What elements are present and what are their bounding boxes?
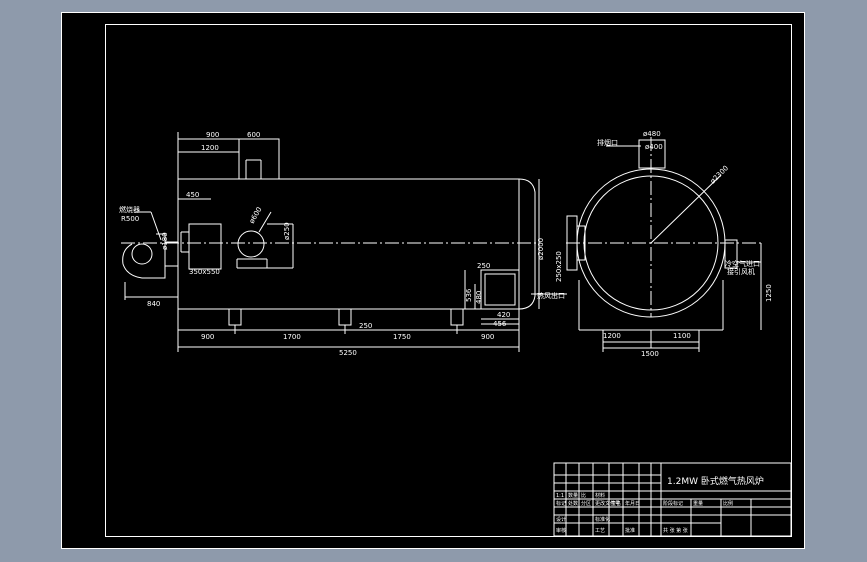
engineering-drawing: 900 600 1200 450 350x550 ø600 ø250 ø2000… [61,12,805,549]
dim-outlet-250x250: 250x250 [555,251,563,282]
dim-5250-total: 5250 [339,349,357,357]
front-view-annotations: 900 600 1200 450 350x550 ø600 ø250 ø2000… [119,131,545,357]
label-air-inlet-fan: 接引风机 [727,267,755,276]
tb-cell-13: 重量 [693,500,703,507]
radius-leader [650,174,722,244]
dim-diam-250: ø250 [283,222,291,240]
tb-cell-10: 设计 [556,516,566,523]
dim-diam-180: ø180 [161,232,169,250]
label-smoke-outlet: 排烟口 [597,138,618,147]
dim-900-top: 900 [206,131,219,139]
tb-cell-5: 处数 [568,500,578,507]
tb-cell-7: 更改文件号 [595,500,620,507]
dim-1750: 1750 [393,333,411,341]
dim-480: 480 [475,291,483,304]
tb-cell-16: 工艺 [595,528,605,534]
dim-1250-side: 1250 [765,284,773,302]
tb-cell-15: 审核 [556,527,566,534]
dim-r500: R500 [121,215,139,223]
tb-cell-18: 共 张 第 张 [663,527,688,534]
dim-420: 420 [497,311,510,319]
fan-hub [131,243,153,265]
label-air-inlet: 冷空气进口 [725,259,760,268]
cad-viewport[interactable]: 900 600 1200 450 350x550 ø600 ø250 ø2000… [61,12,805,549]
tb-cell-17: 批准 [625,527,635,534]
fan-housing [122,233,166,279]
dim-1100-side: 1100 [673,332,691,340]
dim-400-side: ø400 [645,143,663,151]
side-chimney [638,139,666,169]
dim-diam-600: ø600 [248,206,264,225]
tb-cell-0: 1:1 [556,493,564,499]
front-view [121,132,541,352]
dim-1500-side: 1500 [641,350,659,358]
title-block-text: 1.2MW 卧式燃气热风炉 1:1 数量 比 材料 标记 处数 分区 更改文件号… [556,475,764,534]
dim-480-side: ø480 [643,130,661,138]
support-3 [450,308,464,326]
tb-cell-3: 材料 [595,492,605,499]
dim-diam-2000: ø2000 [537,238,545,260]
tb-cell-14: 比例 [723,500,733,507]
front-chimney [238,138,280,180]
tb-cell-8: 签名 [611,500,621,507]
dim-456: 456 [493,320,507,328]
support-2 [338,308,352,326]
shell-end-cap [518,178,536,310]
dim-burner-opening: 350x550 [189,268,220,276]
dim-600-top: 600 [247,131,260,139]
burner-box [188,223,222,270]
flue-opening [237,230,265,258]
dim-1700: 1700 [283,333,301,341]
dim-2300: ø2300 [709,164,730,185]
hot-air-outlet-box [480,269,520,310]
tb-cell-2: 比 [581,492,586,499]
tb-cell-1: 数量 [568,492,578,499]
dim-900-bottom-right: 900 [481,333,494,341]
support-1 [228,308,242,326]
side-view [531,137,762,352]
tb-cell-6: 分区 [581,500,591,507]
sheet-outer-border [61,12,805,549]
sheet-inner-border [105,24,792,537]
dim-250: 250 [477,262,490,270]
dim-1200-top: 1200 [201,144,219,152]
dim-1200-side: 1200 [603,332,621,340]
tb-cell-9: 年月日 [625,500,640,507]
tb-cell-4: 标记 [556,500,566,507]
label-burner: 燃烧器 [119,205,140,214]
tb-cell-12: 阶段标记 [663,500,683,507]
dim-250b: 250 [359,322,372,330]
label-hot-air-outlet: 热风出口 [537,291,565,300]
side-view-annotations: ø480 ø400 排烟口 ø2300 250x250 热风出口 冷空气进口 接… [537,130,773,358]
title-block [553,462,792,537]
tb-cell-11: 标准化 [595,516,610,523]
drawing-title: 1.2MW 卧式燃气热风炉 [667,475,764,487]
dim-900-bottom-left: 900 [201,333,214,341]
dim-450: 450 [186,191,199,199]
side-right-nozzle [724,239,738,269]
dim-536: 536 [465,288,473,302]
dim-840: 840 [147,300,160,308]
